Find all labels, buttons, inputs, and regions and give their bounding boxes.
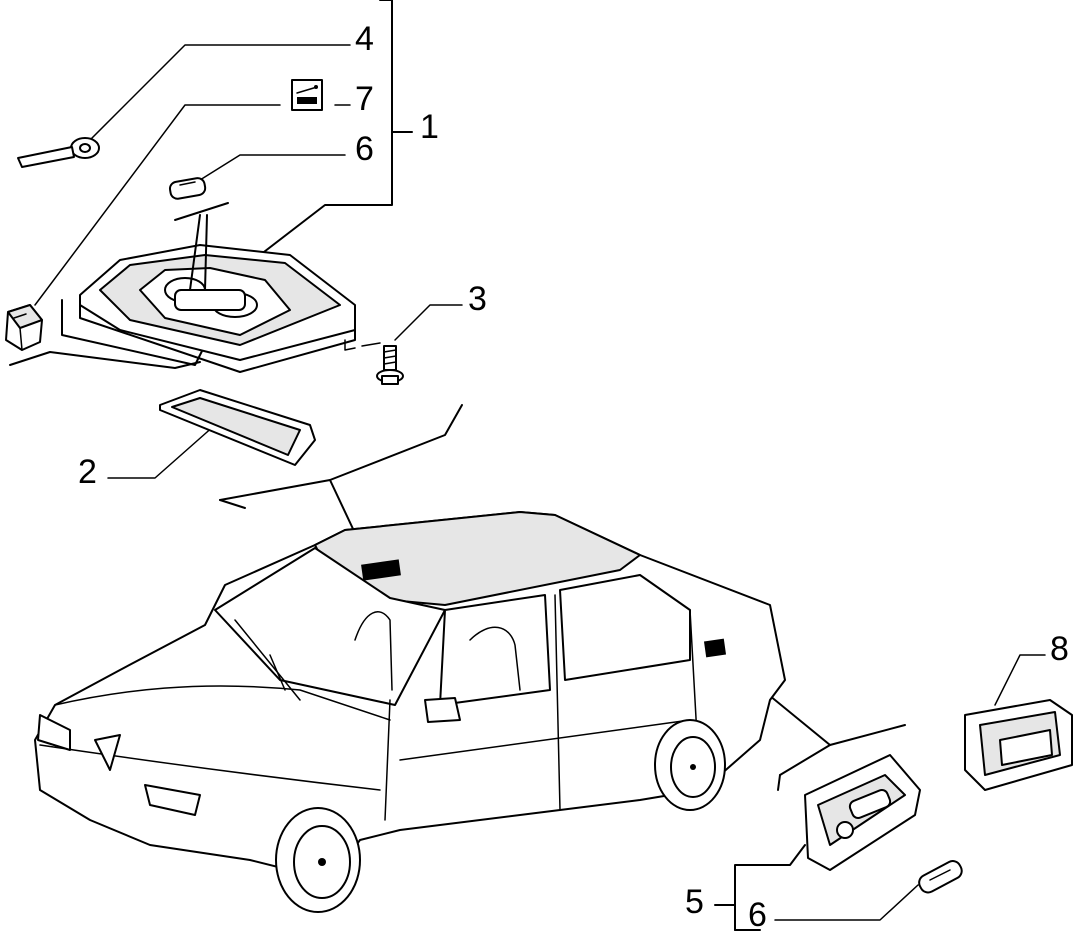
callout-6-bottom: 6: [748, 896, 767, 934]
bulb-part-bottom: [918, 860, 963, 894]
key-part: [17, 137, 100, 168]
lens-part: [159, 389, 316, 466]
screw-part: [344, 339, 404, 385]
switch-icon: [291, 79, 323, 111]
trunk-lamp-part: [804, 754, 921, 871]
connector-part: [5, 304, 43, 351]
lamp-housing: [79, 202, 356, 373]
callout-8: 8: [1050, 630, 1069, 668]
car-illustration: [34, 511, 786, 913]
callout-4: 4: [355, 20, 374, 58]
callout-3: 3: [468, 280, 487, 318]
callout-6-top: 6: [355, 130, 374, 168]
callout-2: 2: [78, 453, 97, 491]
lens-frame-part: [964, 699, 1073, 791]
callout-5: 5: [685, 883, 704, 921]
callout-1: 1: [420, 108, 439, 146]
bulb-part-top: [168, 177, 207, 200]
callout-7: 7: [355, 80, 374, 118]
